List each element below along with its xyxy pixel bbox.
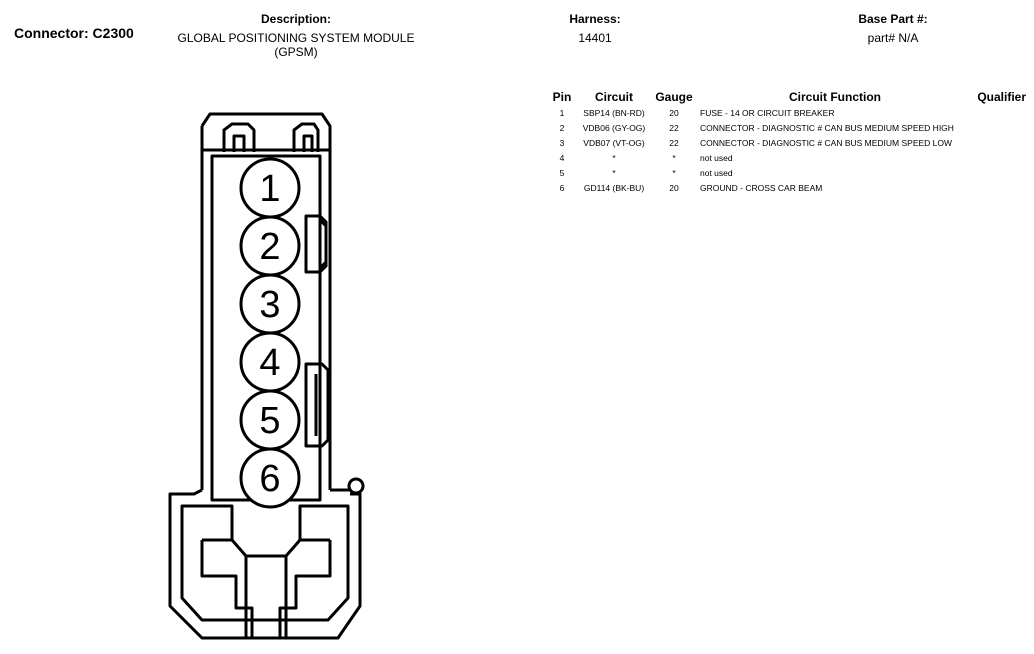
base-part-value: part# N/A — [867, 31, 919, 45]
header-circuit: Circuit — [594, 90, 633, 104]
top-latch-right — [292, 122, 320, 152]
connector-inner-body — [210, 154, 322, 502]
cell-gauge: 22 — [669, 137, 679, 148]
table-row: 6 GD114 (BK-BU) 20 GROUND - CROSS CAR BE… — [548, 180, 1028, 195]
cell-qualifier — [972, 120, 1028, 135]
connector-skirt — [168, 488, 362, 640]
pin-number-2: 2 — [259, 226, 280, 268]
pin-cavity-6 — [239, 447, 301, 509]
cell-gauge: * — [672, 152, 676, 163]
pin-number-3: 3 — [259, 284, 280, 326]
cell-gauge: 20 — [669, 107, 679, 118]
table-row: 1 SBP14 (BN-RD) 20 FUSE - 14 OR CIRCUIT … — [548, 105, 1028, 120]
cell-qualifier — [972, 180, 1028, 195]
pinout-header-row: Pin Circuit Gauge Circuit Function Quali… — [548, 89, 1028, 105]
table-row: 2 VDB06 (GY-OG) 22 CONNECTOR - DIAGNOSTI… — [548, 120, 1028, 135]
cell-function: not used — [700, 152, 733, 163]
header-qualifier: Qualifier — [977, 90, 1026, 104]
cell-circuit: VDB06 (GY-OG) — [582, 122, 646, 133]
pin-number-5: 5 — [259, 400, 280, 442]
cell-function: not used — [700, 167, 733, 178]
cell-gauge: 22 — [669, 122, 679, 133]
cell-pin: 3 — [559, 137, 565, 148]
header-circuit-function: Circuit Function — [789, 90, 881, 104]
cell-pin: 5 — [559, 167, 565, 178]
cell-function: FUSE - 14 OR CIRCUIT BREAKER — [700, 107, 835, 118]
cell-qualifier — [972, 150, 1028, 165]
side-tab-lower — [304, 362, 330, 448]
harness-value: 14401 — [578, 31, 612, 45]
cell-gauge: * — [672, 167, 676, 178]
pin-number-4: 4 — [259, 342, 280, 384]
cell-pin: 6 — [559, 182, 565, 193]
pin-number-6: 6 — [259, 458, 280, 500]
table-row: 4 * * not used — [548, 150, 1028, 165]
cell-circuit: GD114 (BK-BU) — [583, 182, 645, 193]
description-label: Description: — [260, 12, 331, 26]
cell-function: CONNECTOR - DIAGNOSTIC # CAN BUS MEDIUM … — [700, 137, 953, 148]
cell-circuit: * — [612, 167, 616, 178]
base-part-label: Base Part #: — [858, 12, 928, 26]
cell-circuit: SBP14 (BN-RD) — [583, 107, 645, 118]
pinout-table: Pin Circuit Gauge Circuit Function Quali… — [548, 89, 1028, 195]
cell-gauge: 20 — [669, 182, 679, 193]
description-line2: (GPSM) — [274, 45, 318, 59]
table-row: 5 * * not used — [548, 165, 1028, 180]
connector-housing-outline — [200, 112, 332, 490]
cell-qualifier — [972, 165, 1028, 180]
cell-circuit: * — [612, 152, 616, 163]
side-tab-upper — [304, 214, 328, 274]
description-line1: GLOBAL POSITIONING SYSTEM MODULE — [177, 31, 415, 45]
table-row: 3 VDB07 (VT-OG) 22 CONNECTOR - DIAGNOSTI… — [548, 135, 1028, 150]
cell-pin: 4 — [559, 152, 565, 163]
cell-qualifier — [972, 135, 1028, 150]
cell-pin: 1 — [559, 107, 565, 118]
cell-function: CONNECTOR - DIAGNOSTIC # CAN BUS MEDIUM … — [700, 122, 954, 133]
header-gauge: Gauge — [655, 90, 693, 104]
cell-pin: 2 — [559, 122, 565, 133]
cell-function: GROUND - CROSS CAR BEAM — [700, 182, 823, 193]
pin-number-1: 1 — [259, 168, 280, 210]
cell-circuit: VDB07 (VT-OG) — [583, 137, 645, 148]
harness-label: Harness: — [569, 12, 621, 26]
top-latch-left — [222, 122, 256, 152]
description-value: GLOBAL POSITIONING SYSTEM MODULE (GPSM) — [166, 31, 426, 59]
header-pin: Pin — [552, 90, 572, 104]
connector-title: Connector: C2300 — [14, 25, 134, 41]
connector-face-diagram: 1 2 3 4 5 6 — [168, 112, 365, 640]
cell-qualifier — [972, 105, 1028, 120]
